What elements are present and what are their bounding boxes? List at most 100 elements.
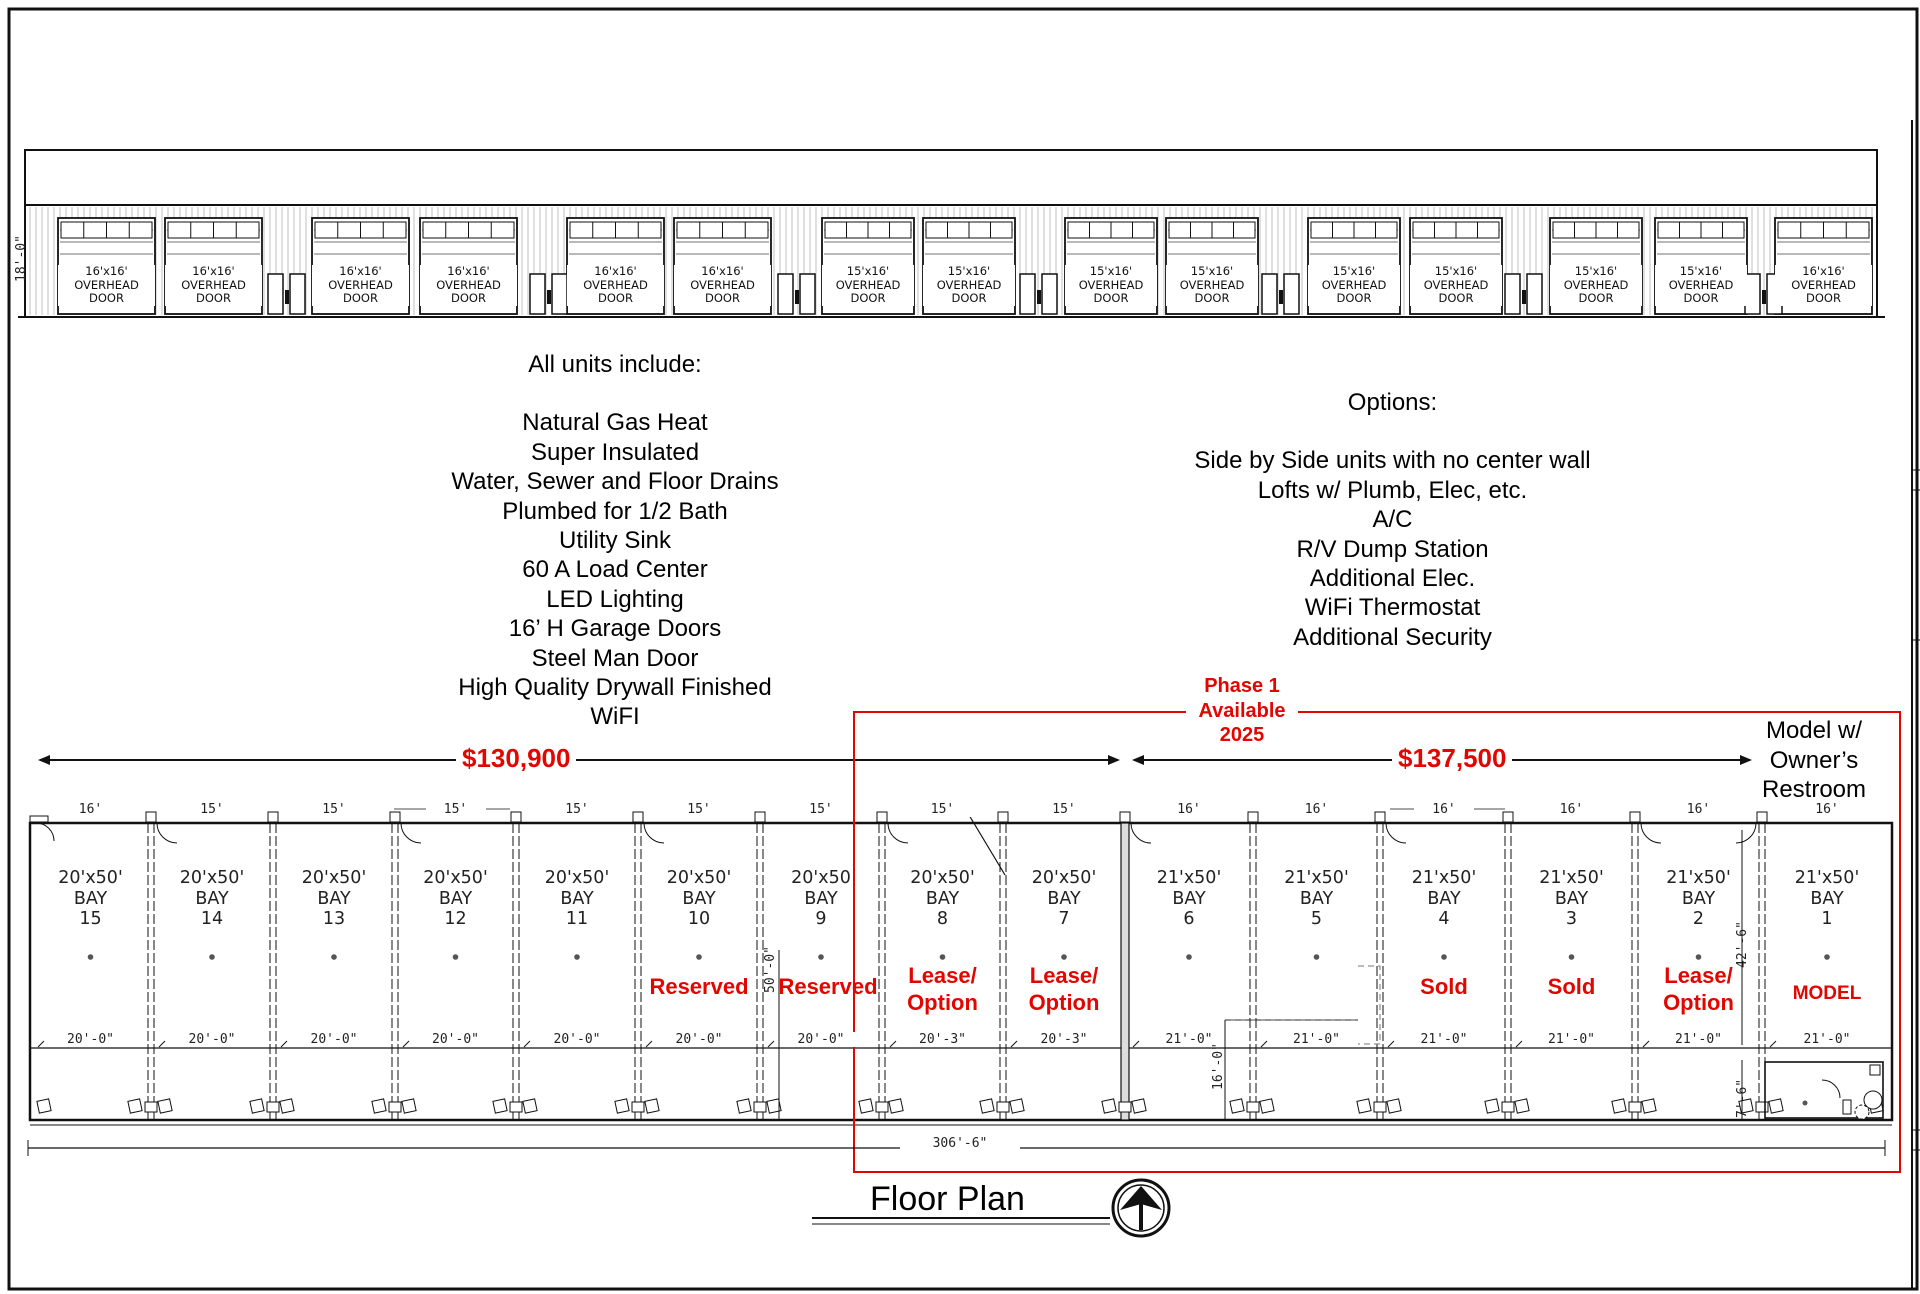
bay-label-line: BAY <box>73 888 108 909</box>
door-label-line: DOOR <box>1194 291 1230 305</box>
overall-depth-dim: 42'-6" <box>1735 921 1750 968</box>
bay-label-line: 21'x50' <box>1156 868 1222 888</box>
bay-label-line: BAY <box>1047 888 1081 909</box>
bay-label-line: 12 <box>444 909 467 929</box>
bay-label-line: 4 <box>1438 909 1450 929</box>
options-item: WiFi Thermostat <box>1304 594 1481 622</box>
options-list: Options: Side by Side units with no cent… <box>1150 388 1635 652</box>
model-note-line: Restroom <box>1761 776 1867 803</box>
includes-item: 16’ H Garage Doors <box>508 615 722 643</box>
bay-top-dim: 16' <box>1797 802 1857 817</box>
door-label-line: DOOR <box>1336 291 1372 305</box>
bay-label-line: 8 <box>936 909 949 929</box>
overall-length-dim: 306'-6" <box>900 1136 1020 1151</box>
door-label-line: OVERHEAD <box>1078 277 1144 292</box>
bay-label-line: 21'x50' <box>1539 868 1604 888</box>
door-label-line: OVERHEAD <box>328 277 393 292</box>
bay-top-dim: 15' <box>912 802 973 817</box>
bay-label-line: 21'x50' <box>1794 868 1860 888</box>
bay-label-line: BAY <box>438 888 473 909</box>
price-right: $137,500 <box>1392 743 1513 774</box>
bay-bottom-dim: 21'-0" <box>1154 1032 1224 1047</box>
bay-label-line: 20'x50' <box>301 868 367 888</box>
floor-plan <box>28 804 1894 1126</box>
demising-wall <box>266 811 280 1120</box>
door-label-line: 15'x16' <box>846 264 890 278</box>
bay-bottom-dim: 20'-3" <box>1029 1032 1099 1047</box>
door-label-line: DOOR <box>1806 291 1841 305</box>
demising-wall <box>1628 811 1642 1120</box>
door-label-line: DOOR <box>1578 291 1614 305</box>
bay-status: Lease/ Option <box>1028 963 1100 1015</box>
bay-top-dim: 15' <box>1034 802 1094 817</box>
demising-wall <box>1373 811 1387 1120</box>
bay-bottom-dim: 21'-0" <box>1281 1032 1352 1047</box>
demising-wall <box>631 811 645 1120</box>
bay-bottom-dim: 20'-0" <box>177 1032 247 1047</box>
bay-bottom-dim: 20'-0" <box>542 1032 612 1047</box>
bay-label-line: 20'x50' <box>544 868 610 888</box>
loft-dim: 16'-0" <box>1211 1043 1226 1090</box>
bay-label-line: 20'x50' <box>910 868 975 888</box>
door-label-line: 16'x16' <box>701 264 744 278</box>
model-note-line: Model w/ <box>1765 717 1863 744</box>
door-label-line: 15'x16' <box>1190 264 1234 278</box>
door-label-line: OVERHEAD <box>690 277 755 292</box>
door-label-line: DOOR <box>951 291 987 305</box>
man-door <box>267 273 306 315</box>
includes-item: Utility Sink <box>558 527 672 555</box>
bay-label-line: 20'x50' <box>58 868 123 888</box>
includes-item: 60 A Load Center <box>522 556 708 584</box>
bay-top-dim: 16' <box>1668 802 1729 817</box>
door-label-line: DOOR <box>196 291 231 305</box>
bay-label-line: BAY <box>560 888 594 909</box>
man-door <box>1261 273 1300 315</box>
door-label-line: 16'x16' <box>594 264 637 278</box>
bay-label-line: 20'x50' <box>666 868 732 888</box>
bay-label-line: BAY <box>195 888 229 909</box>
door-label-line: OVERHEAD <box>1668 277 1734 292</box>
door-label-line: OVERHEAD <box>936 277 1002 292</box>
elevation-height-dim: 18'-0" <box>14 235 29 282</box>
door-label-line: 15'x16' <box>1434 264 1478 278</box>
includes-item: WiFI <box>590 703 640 731</box>
demising-wall <box>875 811 889 1120</box>
includes-item: Water, Sewer and Floor Drains <box>451 468 779 496</box>
man-door <box>529 273 568 315</box>
door-label-line: DOOR <box>850 291 886 305</box>
bay-status: Reserved <box>649 974 749 999</box>
bay-label-line: 6 <box>1183 909 1195 929</box>
bay-status: MODEL <box>1792 983 1862 1004</box>
bay-label-line: 10 <box>687 909 711 929</box>
bay-label-line: BAY <box>1681 888 1716 909</box>
demising-wall <box>1501 811 1515 1120</box>
bay-status: Sold <box>1420 974 1468 999</box>
door-label-line: 15'x16' <box>1574 264 1618 278</box>
options-heading: Options: <box>1347 389 1438 416</box>
bay-label-line: 20'x50' <box>179 868 245 888</box>
options-item: R/V Dump Station <box>1296 535 1489 563</box>
options-item: Lofts w/ Plumb, Elec, etc. <box>1257 476 1528 504</box>
bay-label-line: BAY <box>682 888 716 909</box>
includes-item: Steel Man Door <box>531 644 699 672</box>
door-label-line: DOOR <box>705 291 740 305</box>
demising-wall <box>1246 811 1260 1120</box>
depth-dim: 50'-0" <box>763 946 778 993</box>
man-door <box>1019 273 1058 315</box>
model-note-line: Owner’s <box>1769 746 1859 774</box>
bay-top-dim: 16' <box>1286 802 1347 817</box>
bay-label-line: BAY <box>1172 888 1206 909</box>
bay-bottom-dim: 20'-0" <box>664 1032 734 1047</box>
